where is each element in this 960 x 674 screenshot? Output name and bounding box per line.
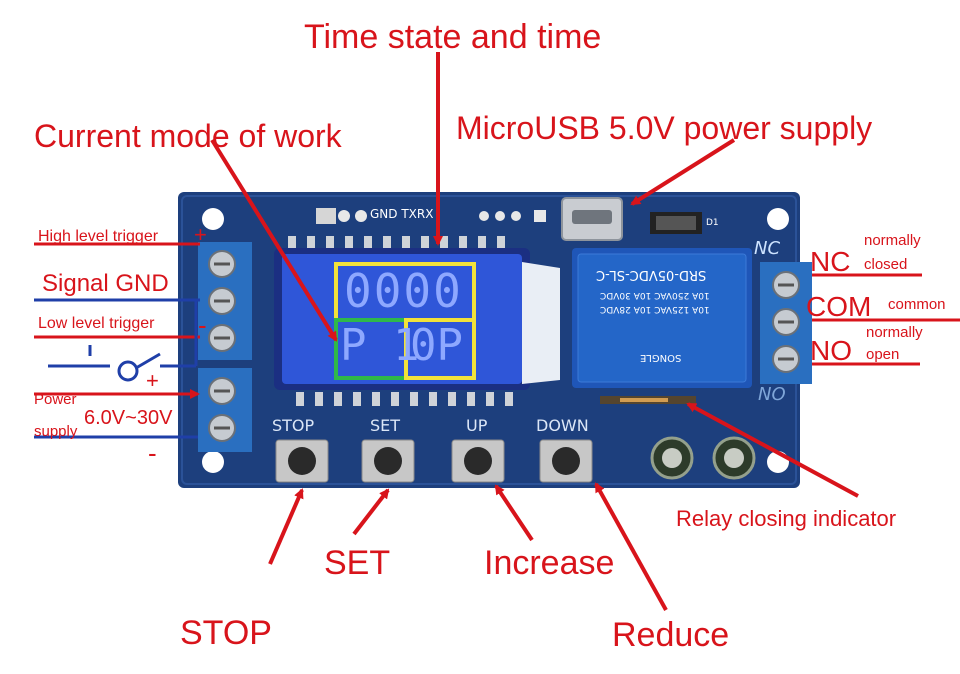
supply-label: supply <box>34 423 78 440</box>
d1-label: D1 <box>706 218 719 228</box>
time-state-label: Time state and time <box>304 18 602 56</box>
high-trigger-label: High level trigger <box>38 228 159 245</box>
set-tact-button <box>361 439 415 483</box>
low-trigger-label: Low level trigger <box>38 315 155 332</box>
mode-highlight-box-yellow <box>404 318 476 380</box>
nc-desc-top: normally <box>864 232 921 249</box>
com-desc: common <box>888 296 946 313</box>
lcd-state-digits: 0P <box>410 320 463 371</box>
com-label: COM <box>806 291 872 322</box>
lcd-pins-bottom <box>296 392 513 406</box>
nc-label: NC <box>810 246 851 277</box>
up-tact-button <box>451 439 505 483</box>
low-trigger-minus: - <box>198 310 207 340</box>
reduce-label: Reduce <box>612 616 730 654</box>
header-label: GND TXRX <box>370 207 434 221</box>
nc-silkscreen: NC <box>754 238 781 259</box>
mounting-hole <box>767 208 789 230</box>
relay-rating-text-2: 10A 125VAC 10A 28VDC <box>600 304 710 314</box>
increase-label: Increase <box>484 544 615 582</box>
power-plus: + <box>146 368 159 393</box>
high-trigger-plus: + <box>194 222 207 247</box>
stop-tact-button <box>275 439 329 483</box>
down-silkscreen: DOWN <box>536 416 589 435</box>
current-mode-label: Current mode of work <box>34 118 342 154</box>
no-label: NO <box>810 335 852 366</box>
usb-power-label: MicroUSB 5.0V power supply <box>456 110 873 146</box>
annotation-arrows <box>210 52 859 611</box>
mounting-hole <box>202 451 224 473</box>
no-desc-top: normally <box>866 324 923 341</box>
relay-brand-text: SONGLE <box>640 352 682 363</box>
lcd-pins-top <box>288 236 505 250</box>
power-minus: - <box>148 438 157 468</box>
no-silkscreen: NO <box>758 384 786 405</box>
set-label: SET <box>324 544 391 582</box>
trigger-wiring <box>34 242 200 382</box>
stop-label: STOP <box>180 614 272 652</box>
lcd-mode-digits: P 1 <box>340 320 420 371</box>
mounting-hole <box>202 208 224 230</box>
relay-output-lines <box>812 273 960 366</box>
stop-silkscreen: STOP <box>272 416 315 435</box>
nc-desc-bottom: closed <box>864 256 908 273</box>
lcd-time-digits: 0000 <box>344 264 463 318</box>
voltage-label: 6.0V~30V <box>84 407 173 429</box>
power-label: Power <box>34 391 77 408</box>
set-silkscreen: SET <box>370 416 401 435</box>
relay-rating-text: 10A 250VAC 10A 30VDC <box>600 290 710 300</box>
up-silkscreen: UP <box>466 416 488 435</box>
relay-model-text: SRD-05VDC-SL-C <box>596 267 707 282</box>
signal-gnd-label: Signal GND <box>42 270 169 297</box>
no-desc-bottom: open <box>866 346 900 363</box>
down-tact-button <box>539 439 593 483</box>
power-wiring <box>34 389 200 439</box>
relay-indicator-label: Relay closing indicator <box>676 506 897 531</box>
